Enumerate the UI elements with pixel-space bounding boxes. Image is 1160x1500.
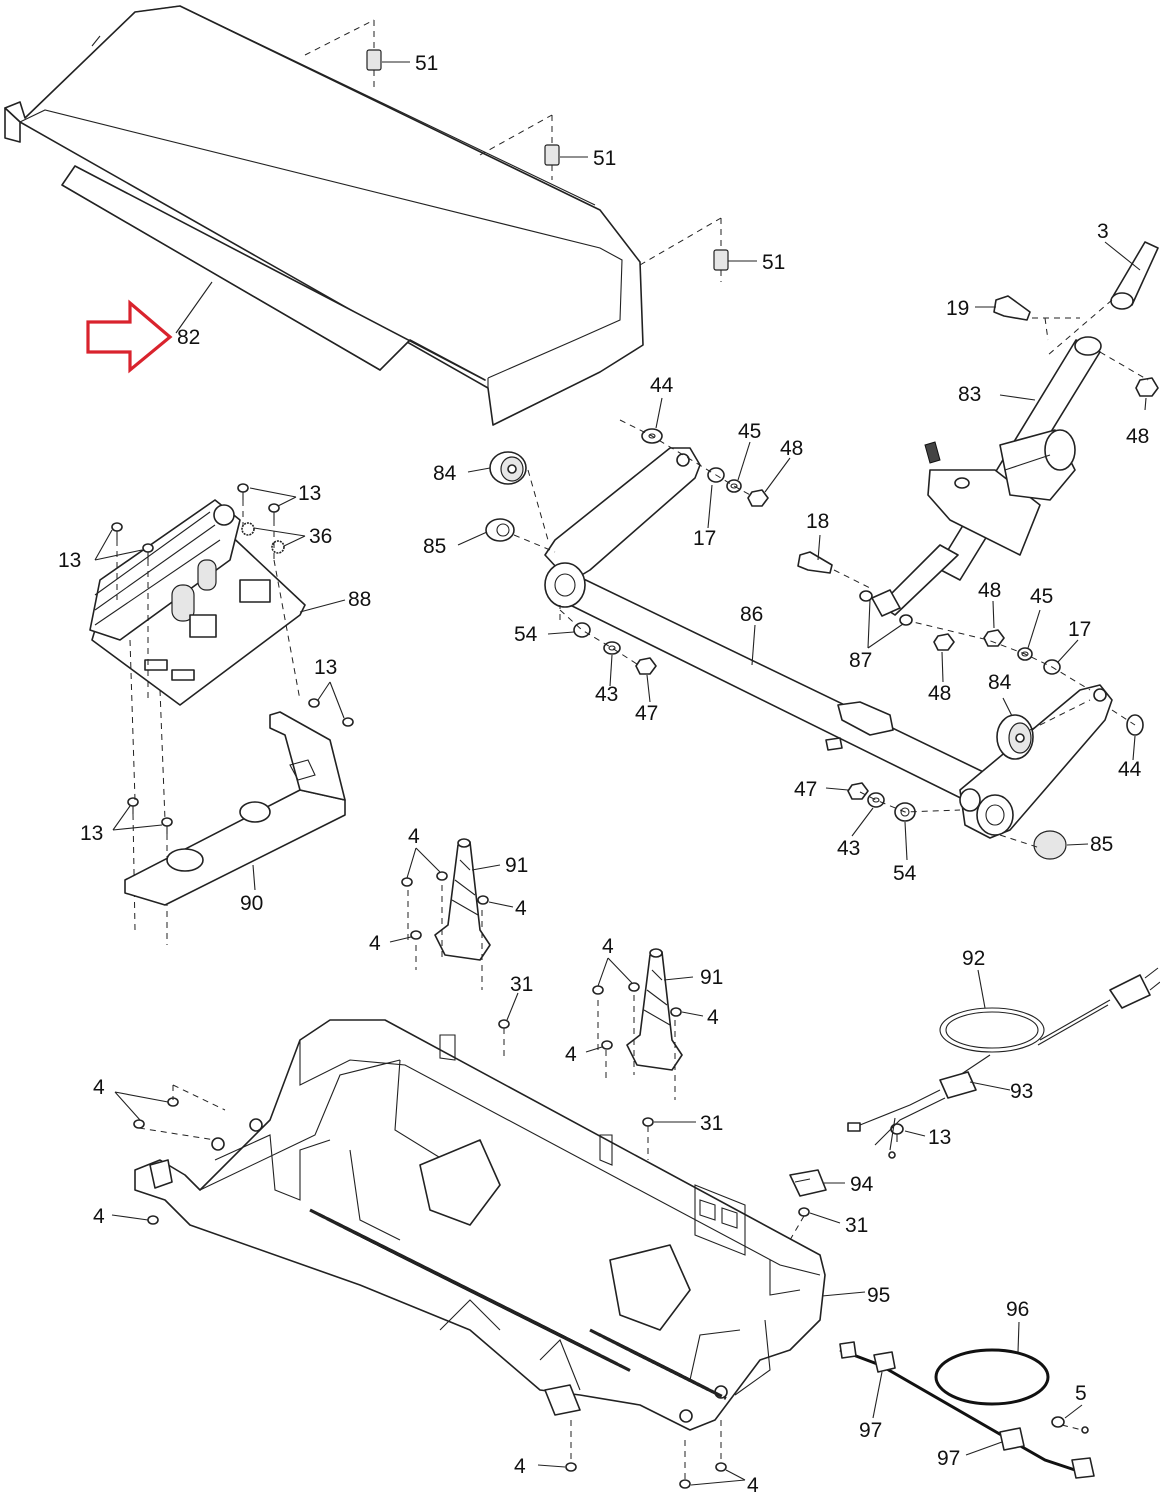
callout-91: 91 <box>700 966 723 989</box>
callout-3: 3 <box>1097 220 1109 243</box>
callout-51: 51 <box>593 147 616 170</box>
callout-19: 19 <box>946 297 969 320</box>
callout-4: 4 <box>514 1455 526 1478</box>
vent-slots <box>309 1208 727 1400</box>
callout-54: 54 <box>514 623 538 646</box>
callout-13: 13 <box>80 822 103 845</box>
callout-31: 31 <box>510 973 533 996</box>
callout-labels: 51 51 51 3 19 83 48 44 45 48 84 17 13 36… <box>58 52 1149 1497</box>
callout-45: 45 <box>1030 585 1053 608</box>
callout-84: 84 <box>433 462 457 485</box>
callout-4: 4 <box>747 1474 759 1497</box>
callout-91: 91 <box>505 854 528 877</box>
callout-43: 43 <box>837 837 860 860</box>
callout-95: 95 <box>867 1284 890 1307</box>
callout-90: 90 <box>240 892 263 915</box>
bracket-3 <box>1047 241 1159 356</box>
callout-13: 13 <box>928 1126 951 1149</box>
callout-47: 47 <box>635 702 658 725</box>
callout-4: 4 <box>408 825 420 848</box>
callout-13: 13 <box>314 656 337 679</box>
upright-post-91-right <box>597 948 683 1100</box>
wire-harness-96 <box>839 1341 1095 1479</box>
bolt-19 <box>993 295 1080 341</box>
callout-43: 43 <box>595 683 618 706</box>
callout-48: 48 <box>780 437 803 460</box>
callout-13: 13 <box>298 482 321 505</box>
callout-93: 93 <box>1010 1080 1033 1103</box>
callout-96: 96 <box>1006 1298 1029 1321</box>
callout-44: 44 <box>1118 758 1142 781</box>
callout-31: 31 <box>700 1112 723 1135</box>
clip-51-group <box>304 19 729 282</box>
line-filter-93 <box>847 1071 977 1159</box>
callout-48: 48 <box>1126 425 1149 448</box>
callout-82-highlighted: 82 <box>177 326 200 349</box>
control-board-88 <box>89 499 306 706</box>
vent-slot <box>534 1321 631 1372</box>
callout-4: 4 <box>93 1205 105 1228</box>
callout-48: 48 <box>928 682 951 705</box>
callout-85: 85 <box>423 535 446 558</box>
callout-4: 4 <box>602 935 614 958</box>
bolt-18-and-pins-87 <box>797 551 913 626</box>
callout-45: 45 <box>738 420 761 443</box>
incline-motor <box>871 336 1102 617</box>
lift-frame-86 <box>544 447 1113 839</box>
callout-47: 47 <box>794 778 817 801</box>
callout-86: 86 <box>740 603 763 626</box>
callout-88: 88 <box>348 588 371 611</box>
callout-17: 17 <box>693 527 716 550</box>
callout-85: 85 <box>1090 833 1113 856</box>
vent-slot <box>670 1369 727 1400</box>
mount-bracket-90 <box>124 711 346 906</box>
callout-97: 97 <box>859 1419 882 1442</box>
callout-13: 13 <box>58 549 81 572</box>
callout-4: 4 <box>565 1043 577 1066</box>
upright-post-91-left <box>407 838 491 990</box>
callout-51: 51 <box>762 251 785 274</box>
callout-5: 5 <box>1075 1382 1087 1405</box>
callout-94: 94 <box>850 1173 874 1196</box>
callout-17: 17 <box>1068 618 1091 641</box>
callout-84: 84 <box>988 671 1012 694</box>
motor-hood-cover <box>4 5 644 426</box>
callout-83: 83 <box>958 383 981 406</box>
callout-44: 44 <box>650 374 674 397</box>
callout-54: 54 <box>893 862 917 885</box>
leader-lines <box>94 61 1147 1486</box>
hardware-washers-nuts <box>559 419 1144 822</box>
motor-base-95 <box>134 1019 826 1431</box>
callout-51: 51 <box>415 52 438 75</box>
callout-87: 87 <box>849 649 872 672</box>
callout-18: 18 <box>806 510 829 533</box>
callout-4: 4 <box>515 897 527 920</box>
wheels <box>485 451 1091 860</box>
highlight-arrow-icon <box>86 299 173 374</box>
callout-48: 48 <box>978 579 1001 602</box>
callout-4: 4 <box>707 1006 719 1029</box>
nut-48-top <box>1099 351 1159 397</box>
power-switch-94 <box>789 1169 827 1197</box>
callout-36: 36 <box>309 525 332 548</box>
screws-4-group <box>133 871 727 1489</box>
callout-4: 4 <box>369 932 381 955</box>
callout-4: 4 <box>93 1076 105 1099</box>
screws-31-group <box>498 1019 810 1241</box>
callout-92: 92 <box>962 947 985 970</box>
callout-31: 31 <box>845 1214 868 1237</box>
power-cord-92 <box>939 967 1160 1076</box>
callout-97: 97 <box>937 1447 960 1470</box>
